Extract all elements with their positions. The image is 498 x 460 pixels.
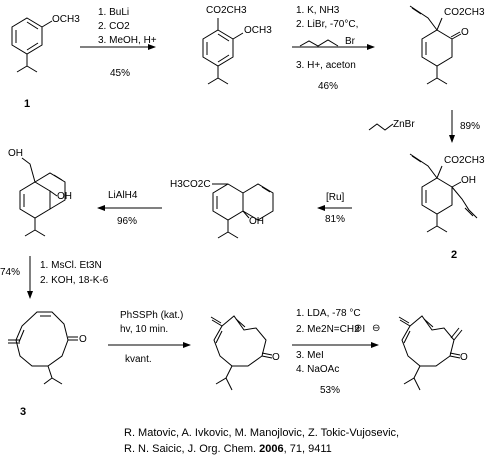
svg-text:3. MeOH, H+: 3. MeOH, H+ (98, 35, 157, 46)
svg-text:OH: OH (461, 175, 476, 186)
svg-text:CO2CH3: CO2CH3 (206, 5, 247, 16)
step8-conditions: 1. LDA, -78 °C 2. Me2N=CH2 I ⊕ ⊖ 3. MeI … (296, 308, 380, 396)
svg-text:CO2CH3: CO2CH3 (444, 155, 485, 166)
svg-text:OH: OH (249, 216, 264, 227)
svg-text:2. KOH, 18-K-6: 2. KOH, 18-K-6 (40, 275, 109, 286)
compound-ester: CO2CH3 OCH3 (202, 5, 272, 85)
citation: R. Matovic, A. Ivkovic, M. Manojlovic, Z… (124, 425, 496, 457)
compound-allyl-ketone: O CO2CH3 (409, 5, 485, 85)
c1-label: 1 (24, 98, 30, 110)
citation-reference: R. N. Saicic, J. Org. Chem. 2006, 71, 94… (124, 443, 332, 455)
svg-text:kvant.: kvant. (125, 354, 152, 365)
svg-text:4. NaOAc: 4. NaOAc (296, 364, 339, 375)
svg-text:2. LiBr, -70°C,: 2. LiBr, -70°C, (296, 19, 358, 30)
svg-text:LiAlH4: LiAlH4 (108, 190, 138, 201)
svg-text:PhSSPh (kat.): PhSSPh (kat.) (120, 310, 183, 321)
step6-conditions: 74% 1. MsCl. Et3N 2. KOH, 18-K-6 (0, 260, 109, 286)
compound-ru-product: H3CO2C OH (170, 179, 274, 239)
step5-conditions: LiAlH4 96% (108, 190, 138, 227)
svg-text:53%: 53% (320, 385, 340, 396)
svg-text:45%: 45% (110, 68, 130, 79)
svg-text:81%: 81% (325, 214, 345, 225)
svg-text:2. Me2N=CH2 I: 2. Me2N=CH2 I (296, 324, 365, 335)
svg-text:OCH3: OCH3 (244, 25, 272, 36)
compound-diol: OH OH (8, 148, 72, 237)
c1-methoxy: OCH3 (52, 14, 80, 25)
svg-text:96%: 96% (117, 216, 137, 227)
svg-text:CO2CH3: CO2CH3 (444, 7, 485, 18)
svg-text:89%: 89% (460, 121, 480, 132)
svg-text:[Ru]: [Ru] (326, 192, 345, 203)
c2-label: 2 (451, 249, 457, 261)
svg-text:2. CO2: 2. CO2 (98, 21, 130, 32)
svg-text:H3CO2C: H3CO2C (170, 179, 211, 190)
svg-text:1. MsCl. Et3N: 1. MsCl. Et3N (40, 260, 102, 271)
svg-text:O: O (461, 27, 469, 38)
svg-text:ZnBr: ZnBr (393, 119, 415, 130)
svg-text:O: O (79, 334, 87, 345)
svg-text:74%: 74% (0, 267, 20, 278)
svg-text:1. BuLi: 1. BuLi (98, 7, 129, 18)
compound-2: CO2CH3 OH 2 (409, 153, 485, 261)
step4-conditions: [Ru] 81% (325, 192, 345, 225)
step7-conditions: PhSSPh (kat.) hv, 10 min. kvant. (120, 310, 183, 365)
c3-label: 3 (20, 406, 26, 418)
svg-text:OH: OH (57, 191, 72, 202)
step1-conditions: 1. BuLi 2. CO2 3. MeOH, H+ 45% (98, 7, 157, 79)
step3-conditions: ZnBr 89% (368, 119, 480, 132)
svg-text:O: O (272, 352, 280, 363)
svg-text:46%: 46% (318, 81, 338, 92)
svg-text:O: O (460, 352, 468, 363)
step2-conditions: 1. K, NH3 2. LiBr, -70°C, Br 3. H+, acet… (296, 5, 358, 92)
svg-text:1. LDA, -78 °C: 1. LDA, -78 °C (296, 308, 361, 319)
svg-text:hv, 10 min.: hv, 10 min. (120, 324, 168, 335)
citation-authors: R. Matovic, A. Ivkovic, M. Manojlovic, Z… (124, 427, 400, 439)
svg-text:3. MeI: 3. MeI (296, 350, 324, 361)
compound-3: O 3 (8, 311, 87, 418)
svg-text:Br: Br (345, 36, 356, 47)
compound-1: OCH3 1 (11, 14, 80, 110)
compound-final: O (398, 315, 468, 391)
svg-text:⊖: ⊖ (372, 323, 380, 334)
svg-text:⊕: ⊕ (354, 323, 362, 334)
svg-text:OH: OH (8, 148, 23, 159)
compound-mid: O (210, 315, 280, 391)
svg-text:3. H+, aceton: 3. H+, aceton (296, 60, 356, 71)
svg-text:1. K, NH3: 1. K, NH3 (296, 5, 340, 16)
